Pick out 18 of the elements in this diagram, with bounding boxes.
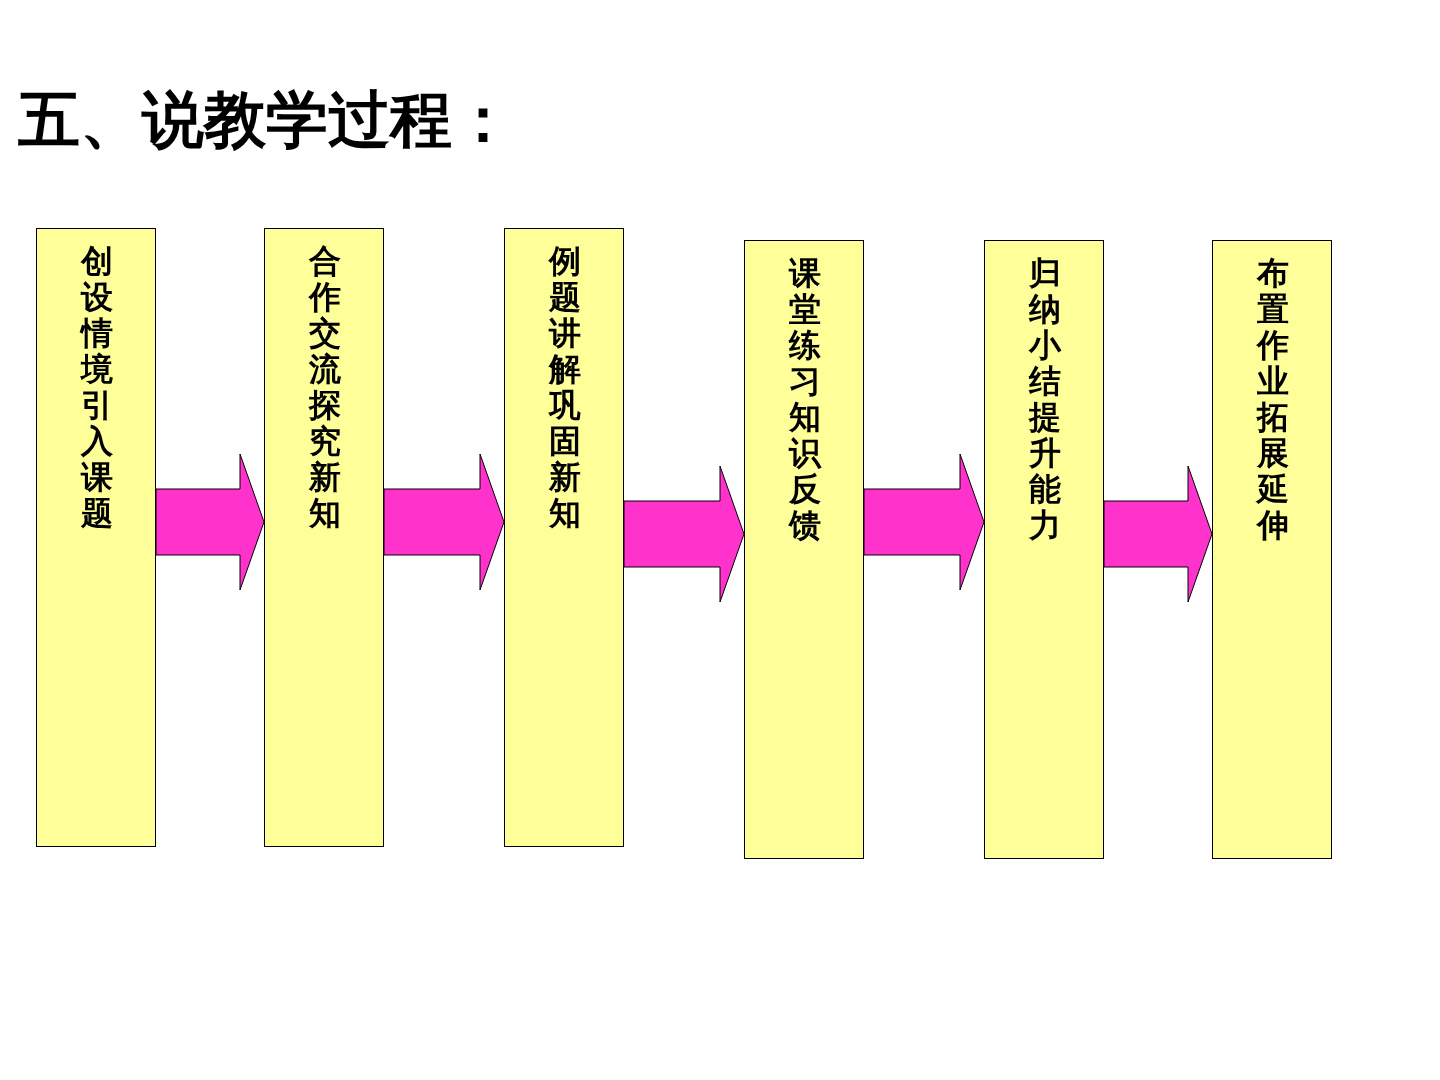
block-arrow [1103, 465, 1213, 603]
step-label: 合作交流探究新知 [308, 243, 342, 531]
step-label: 归纳小结提升能力 [1028, 255, 1062, 543]
step-box [1212, 240, 1332, 859]
step-box [264, 228, 384, 847]
step-label: 例题讲解巩固新知 [548, 243, 582, 531]
step-box [504, 228, 624, 847]
block-arrow [863, 453, 985, 591]
block-arrow [383, 453, 505, 591]
step-label: 创设情境引入课题 [80, 243, 114, 531]
step-box [744, 240, 864, 859]
step-label: 课堂练习知识反馈 [788, 255, 822, 543]
step-box [36, 228, 156, 847]
block-arrow [623, 465, 745, 603]
slide-title: 五、说教学过程： [18, 82, 514, 158]
step-label: 布置作业拓展延伸 [1256, 255, 1290, 543]
block-arrow [155, 453, 265, 591]
step-box [984, 240, 1104, 859]
